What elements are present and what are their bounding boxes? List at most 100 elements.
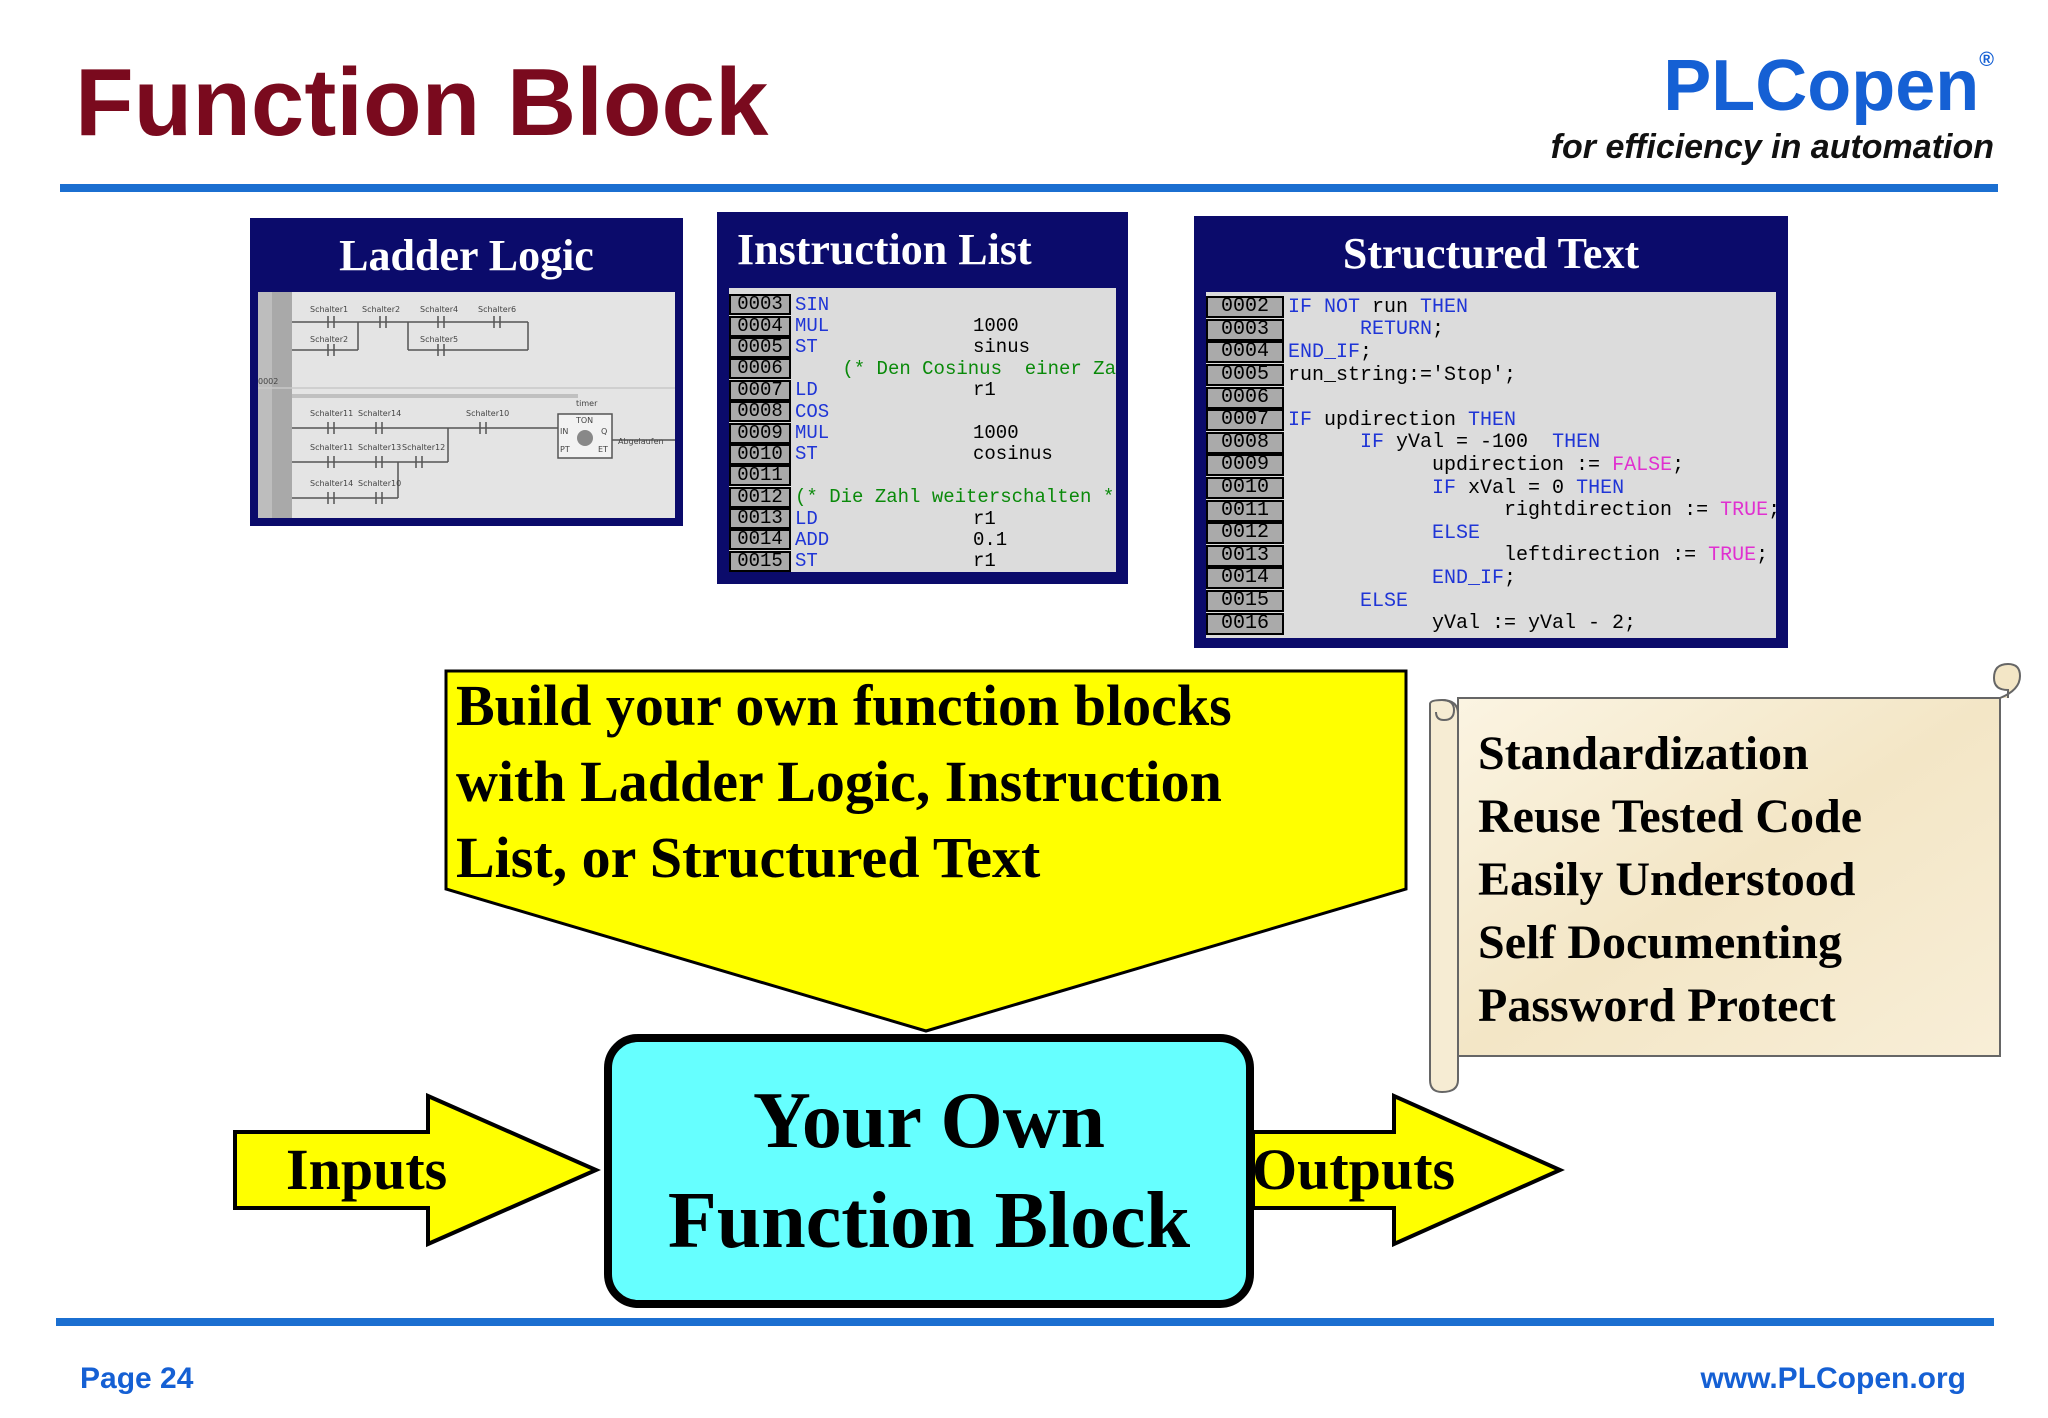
code-line: 0006: [1206, 386, 1776, 409]
ladder-label: Q: [601, 427, 607, 436]
code-token: ;: [1432, 318, 1445, 342]
code-line: 0003 RETURN;: [1206, 318, 1776, 342]
line-number: 0011: [1206, 499, 1284, 522]
code-text: END_IF;: [1284, 341, 1372, 364]
ladder-label: Schalter10: [466, 409, 509, 418]
ladder-label: Schalter11: [310, 409, 353, 418]
line-number: 0003: [1206, 318, 1284, 341]
code-token: leftdirection :=: [1288, 544, 1709, 568]
code-text: ELSE: [1284, 590, 1408, 613]
callout-line: Build your own function blocks: [456, 673, 1232, 738]
code-line: 0012 ELSE: [1206, 522, 1776, 545]
ladder-label: Schalter11: [310, 443, 353, 452]
code-text: rightdirection := TRUE;: [1284, 499, 1776, 522]
code-op: ST: [795, 336, 818, 359]
benefit-item: Easily Understood: [1478, 853, 1856, 906]
code-arg: (* Den Cosinus einer Za: [842, 357, 1116, 380]
line-number: 0015: [1206, 590, 1284, 613]
footer-url[interactable]: www.PLCopen.org: [1700, 1362, 1966, 1395]
code-arg: r1: [973, 507, 996, 530]
function-block-box: Your Own Function Block: [604, 1034, 1254, 1308]
code-op: ADD: [795, 529, 830, 551]
code-token: [1288, 477, 1432, 500]
callout-line: with Ladder Logic, Instruction: [456, 749, 1222, 814]
function-block-line: Your Own: [753, 1077, 1105, 1165]
code-text: yVal := yVal - 2;: [1284, 612, 1636, 635]
code-token: updirection :=: [1288, 453, 1613, 477]
code-arg: 0.1: [973, 529, 1008, 551]
line-number: 0012: [729, 486, 791, 508]
outputs-label: Outputs: [1252, 1137, 1456, 1202]
code-token: updirection: [1324, 408, 1469, 432]
code-token: IF: [1360, 431, 1397, 455]
ladder-label: Schalter2: [310, 335, 348, 344]
code-line: 0011 rightdirection := TRUE;: [1206, 499, 1776, 522]
code-line: 0016 yVal := yVal - 2;: [1206, 612, 1776, 635]
code-text: IF xVal = 0 THEN: [1284, 477, 1624, 500]
code-token: yVal = -100: [1396, 431, 1553, 455]
ladder-label: Schalter5: [420, 335, 458, 344]
page-number: Page 24: [80, 1362, 194, 1395]
line-number: 0006: [729, 358, 791, 380]
line-number: 0012: [1206, 522, 1284, 545]
line-number: 0014: [729, 529, 791, 551]
line-number: 0006: [1206, 386, 1284, 409]
code-op: MUL: [795, 315, 830, 338]
code-token: TRUE: [1720, 499, 1769, 523]
ladder-diagram: Schalter1 Schalter2 Schalter4 Schalter6 …: [258, 292, 675, 518]
footer-rule: [56, 1318, 1994, 1326]
line-number: 0008: [1206, 431, 1284, 454]
callout-text: Build your own function blocks with Ladd…: [456, 668, 1396, 896]
function-block-line: Function Block: [667, 1177, 1191, 1265]
inputs-label: Inputs: [286, 1137, 448, 1202]
ladder-label: PT: [560, 445, 570, 454]
code-token: run_string:='Stop';: [1288, 363, 1517, 387]
line-number: 0008: [729, 401, 791, 423]
structured-text-title: Structured Text: [1342, 229, 1640, 278]
ladder-label: Schalter12: [402, 443, 445, 452]
line-number: 0007: [1206, 409, 1284, 432]
instruction-list-title: Instruction List: [737, 225, 1032, 274]
ladder-label: Schalter13: [358, 443, 401, 452]
ladder-label: Abgelaufen: [618, 437, 664, 446]
benefit-item: Reuse Tested Code: [1478, 790, 1863, 843]
ladder-label: Schalter14: [310, 479, 353, 488]
code-line: 0011: [729, 465, 1116, 487]
code-op: ST: [795, 550, 818, 572]
ladder-label: TON: [575, 416, 593, 425]
ladder-label: ET: [598, 445, 608, 454]
line-number: 0009: [729, 422, 791, 444]
code-token: [1288, 590, 1360, 613]
code-token: [1288, 431, 1360, 454]
ladder-label: Schalter1: [310, 305, 348, 314]
benefit-item: Password Protect: [1478, 979, 1836, 1032]
code-token: ;: [1360, 340, 1373, 364]
line-number: 0010: [729, 443, 791, 465]
code-token: xVal = 0: [1468, 476, 1577, 500]
ladder-logic-panel: Ladder Logic: [250, 218, 683, 526]
callout-shape: [444, 669, 1408, 1033]
code-arg: 1000: [973, 315, 1019, 338]
code-token: ;: [1504, 566, 1517, 590]
code-op: COS: [795, 400, 830, 423]
code-token: [1288, 522, 1432, 545]
code-token: ELSE: [1432, 521, 1481, 545]
logo-name: PLCopen: [1663, 46, 1980, 126]
line-number: 0009: [1206, 454, 1284, 477]
code-token: THEN: [1468, 408, 1517, 432]
logo-tagline: for efficiency in automation: [1550, 128, 1994, 166]
code-text: updirection := FALSE;: [1284, 454, 1684, 477]
code-token: END_IF: [1288, 340, 1361, 364]
line-number: 0013: [1206, 544, 1284, 567]
code-token: END_IF: [1432, 566, 1505, 590]
